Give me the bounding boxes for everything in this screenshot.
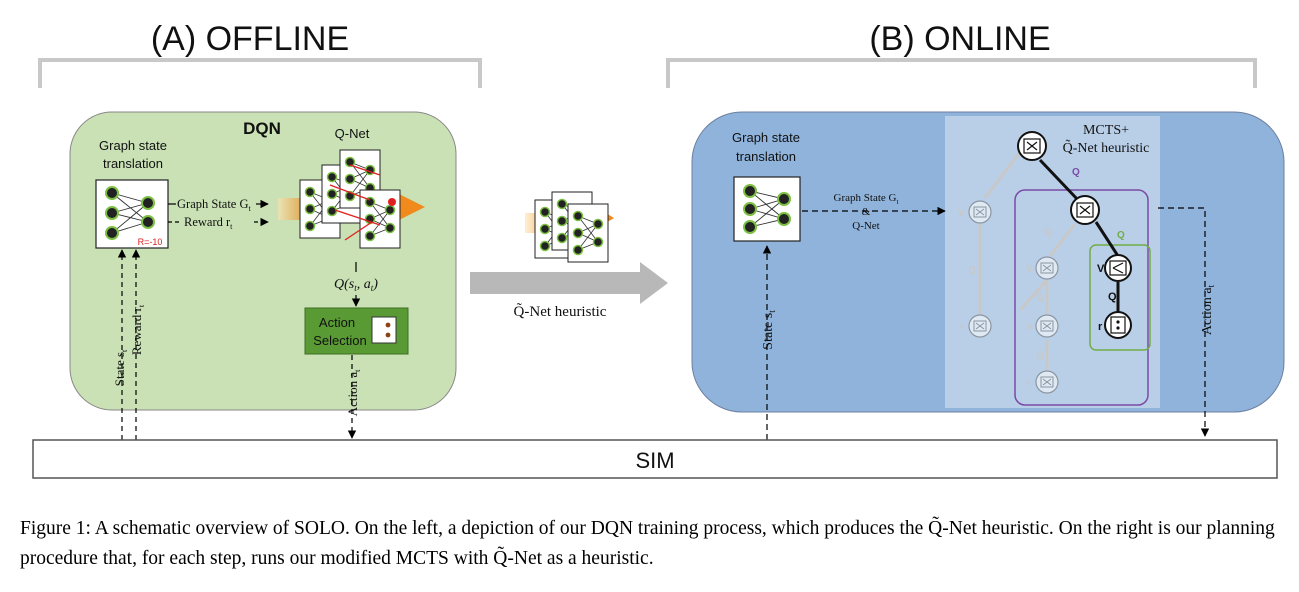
edge-q-faded-4: Q xyxy=(1044,227,1052,238)
edge-v-faded-2: V xyxy=(1026,264,1033,275)
graph-state-label: Graph State Gt xyxy=(177,197,252,213)
edge-v-dark: V xyxy=(1097,263,1105,275)
online-graph-translator xyxy=(733,176,801,242)
offline-heading: (A) OFFLINE xyxy=(151,20,349,58)
transfer-arrow xyxy=(470,262,668,304)
dqn-title: DQN xyxy=(243,119,281,138)
offline-graph-translator xyxy=(95,179,169,249)
offline-gst-line1: Graph state xyxy=(99,138,167,153)
online-graph-state-line2: & xyxy=(862,206,871,218)
online-heading: (B) ONLINE xyxy=(869,20,1050,58)
edge-r-faded-2: r xyxy=(1026,378,1030,389)
action-dice-icon xyxy=(371,316,397,344)
online-action-line xyxy=(1158,207,1210,437)
online-gst-line2: translation xyxy=(736,149,796,164)
action-selection-line2: Selection xyxy=(313,333,366,348)
faded-node xyxy=(1035,370,1059,394)
qnet-label: Q-Net xyxy=(335,126,370,141)
online-graph-state-line3: Q-Net xyxy=(852,220,880,232)
edge-q-faded-3: Q xyxy=(1036,350,1044,361)
edge-q-green: Q xyxy=(1117,230,1125,241)
edge-q-faded: Q xyxy=(968,265,976,276)
edge-q-faded-2: Q xyxy=(1036,292,1044,303)
reward-marker: R=-10 xyxy=(138,237,163,247)
action-selection-line1: Action xyxy=(319,315,355,330)
offline-reward-vertical: Reward rt xyxy=(129,304,146,355)
faded-node xyxy=(968,200,992,224)
mcts-label-line1: MCTS+ xyxy=(1083,123,1129,138)
mcts-subtree-green xyxy=(1089,244,1151,351)
faded-node xyxy=(1035,256,1059,280)
mcts-grandchild-r-node xyxy=(1104,311,1132,339)
figure-caption: Figure 1: A schematic overview of SOLO. … xyxy=(20,518,1275,569)
edge-q-purple: Q xyxy=(1072,167,1080,178)
transfer-label: Q̃-Net heuristic xyxy=(514,303,607,320)
sim-bar xyxy=(32,439,1278,479)
offline-gst-line2: translation xyxy=(103,156,163,171)
qnet-stack xyxy=(278,149,425,249)
online-bracket xyxy=(666,58,1257,88)
mcts-child-node xyxy=(1070,195,1100,225)
online-graph-state-line1: Graph State Gt xyxy=(834,192,899,206)
transfer-qnet-icon xyxy=(525,191,614,263)
online-gst-line1: Graph state xyxy=(732,130,800,145)
qnet-output-arrow xyxy=(395,192,425,222)
edge-q-dark: Q xyxy=(1108,291,1117,303)
edge-r-faded: r xyxy=(960,322,964,333)
edge-v-faded-3: V xyxy=(1026,322,1033,333)
sim-label: SIM xyxy=(635,448,674,473)
mcts-root-node xyxy=(1017,131,1047,161)
offline-state-vertical: State st xyxy=(112,349,129,386)
mcts-grandchild-v-node xyxy=(1104,254,1132,282)
faded-node xyxy=(968,314,992,338)
offline-action-vertical: Action at xyxy=(345,369,362,416)
q-value-label: Q(st, at) xyxy=(334,277,378,293)
edge-v-faded: V xyxy=(958,208,965,219)
offline-bracket xyxy=(38,58,482,88)
mcts-label-line2: Q̃-Net heuristic xyxy=(1063,139,1150,156)
solo-diagram: (A) OFFLINE (B) ONLINE DQN Graph state t… xyxy=(32,20,1285,479)
action-selection-box xyxy=(304,307,409,355)
mcts-subtree-purple xyxy=(1014,189,1149,406)
mcts-tree: Q Q Q V r V Q r V Q V Q r Q xyxy=(958,131,1151,406)
online-state-vertical: State st xyxy=(761,310,777,350)
reward-label: Reward rt xyxy=(184,215,233,231)
faded-node xyxy=(1035,314,1059,338)
edge-r-dark: r xyxy=(1098,321,1103,333)
online-action-vertical: Action at xyxy=(1200,284,1216,335)
